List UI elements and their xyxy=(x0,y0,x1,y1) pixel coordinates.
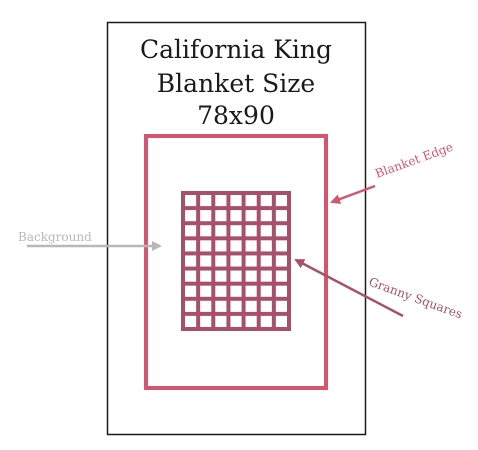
granny-square xyxy=(230,315,242,327)
granny-square xyxy=(200,285,212,297)
granny-square xyxy=(185,240,197,252)
blanket-edge-arrow xyxy=(330,184,376,204)
granny-square xyxy=(185,285,197,297)
granny-square xyxy=(260,255,272,267)
blanket-edge-label: Blanket Edge xyxy=(373,140,455,181)
granny-square xyxy=(230,210,242,222)
granny-square xyxy=(230,270,242,282)
granny-square xyxy=(275,210,287,222)
background-label: Background xyxy=(18,230,92,244)
title-line-3: 78x90 xyxy=(197,101,275,130)
granny-square xyxy=(245,225,257,237)
granny-square xyxy=(260,195,272,207)
granny-square xyxy=(215,300,227,312)
granny-square xyxy=(200,225,212,237)
granny-square xyxy=(200,300,212,312)
granny-square xyxy=(260,300,272,312)
granny-square xyxy=(275,315,287,327)
granny-square xyxy=(260,210,272,222)
granny-square xyxy=(215,315,227,327)
granny-square xyxy=(275,255,287,267)
granny-square xyxy=(215,240,227,252)
granny-square xyxy=(185,315,197,327)
granny-square xyxy=(200,270,212,282)
granny-square xyxy=(245,300,257,312)
granny-square xyxy=(200,255,212,267)
granny-square xyxy=(185,195,197,207)
blanket-edge-rect xyxy=(144,134,328,390)
granny-square xyxy=(275,195,287,207)
granny-square xyxy=(275,285,287,297)
granny-square xyxy=(215,195,227,207)
granny-square xyxy=(185,225,197,237)
granny-square xyxy=(230,195,242,207)
granny-square xyxy=(260,240,272,252)
granny-square xyxy=(230,300,242,312)
granny-square xyxy=(260,285,272,297)
granny-square xyxy=(215,270,227,282)
granny-squares-label: Granny Squares xyxy=(367,275,464,322)
granny-square xyxy=(185,210,197,222)
granny-square xyxy=(230,285,242,297)
granny-square xyxy=(215,210,227,222)
granny-squares-arrow xyxy=(294,258,404,318)
granny-square xyxy=(185,300,197,312)
granny-square xyxy=(260,225,272,237)
granny-square xyxy=(260,270,272,282)
granny-square xyxy=(230,225,242,237)
granny-square xyxy=(275,270,287,282)
granny-square xyxy=(245,270,257,282)
granny-square xyxy=(200,315,212,327)
granny-square xyxy=(245,315,257,327)
granny-squares-grid xyxy=(181,191,291,331)
granny-square xyxy=(245,285,257,297)
granny-square xyxy=(230,240,242,252)
granny-square xyxy=(200,210,212,222)
granny-square xyxy=(185,255,197,267)
granny-square xyxy=(275,300,287,312)
granny-square xyxy=(245,255,257,267)
granny-square xyxy=(275,240,287,252)
granny-square xyxy=(200,240,212,252)
granny-square xyxy=(275,225,287,237)
title-line-1: California King xyxy=(140,35,332,64)
granny-square xyxy=(215,225,227,237)
granny-square xyxy=(185,270,197,282)
granny-square xyxy=(245,240,257,252)
granny-square xyxy=(230,255,242,267)
granny-square xyxy=(245,210,257,222)
granny-square xyxy=(215,255,227,267)
granny-square xyxy=(260,315,272,327)
granny-square xyxy=(245,195,257,207)
granny-square xyxy=(215,285,227,297)
granny-square xyxy=(200,195,212,207)
title-line-2: Blanket Size xyxy=(157,69,315,98)
